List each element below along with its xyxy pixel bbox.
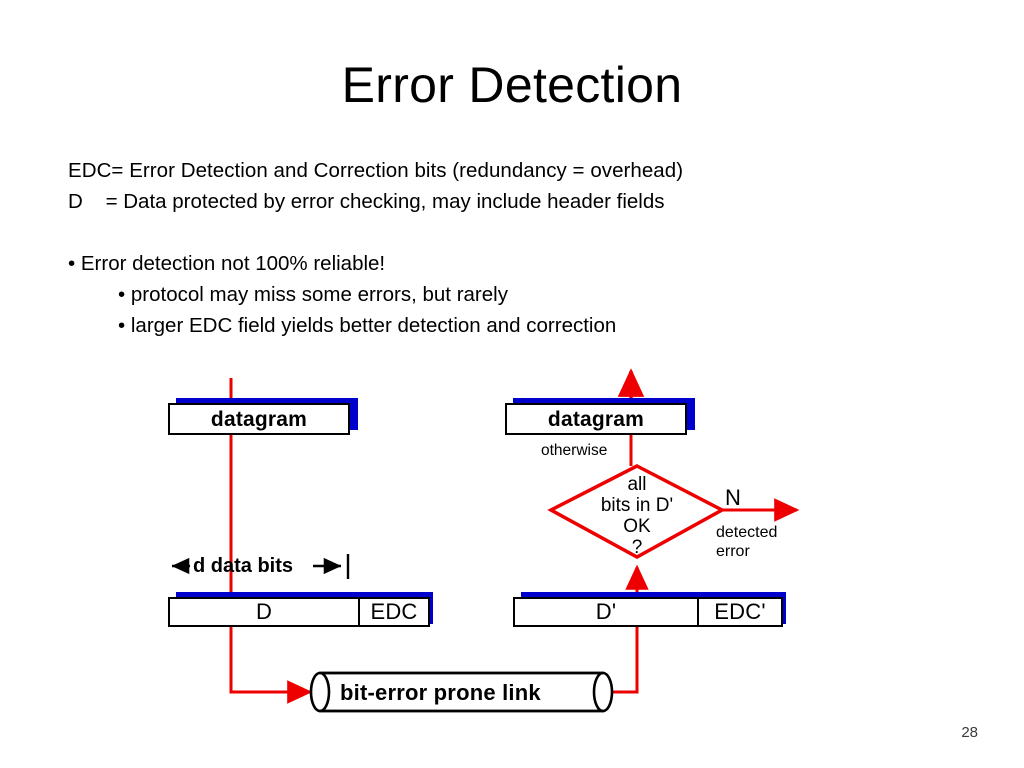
decision-text-line-3: OK <box>623 516 651 537</box>
receiver-frame-box: D' EDC' <box>513 597 783 627</box>
detected-error-label-line-1: detected <box>716 524 778 541</box>
d-data-bits-measure <box>171 554 350 579</box>
sender-frame-box: D EDC <box>168 597 430 627</box>
receiver-datagram-box: datagram <box>505 403 687 435</box>
bullet-reliability: • Error detection not 100% reliable! <box>68 252 386 275</box>
sender-datagram-box: datagram <box>168 403 350 435</box>
sender-data-field-label: D <box>255 599 273 624</box>
bullet-protocol-miss: • protocol may miss some errors, but rar… <box>118 283 508 306</box>
d-data-bits-label: d data bits <box>193 555 294 577</box>
receiver-datagram-label: datagram <box>547 407 645 431</box>
definition-line-d: D = Data protected by error checking, ma… <box>68 190 665 213</box>
bullet-larger-edc: • larger EDC field yields better detecti… <box>118 314 617 337</box>
decision-text-line-4: ? <box>631 537 643 558</box>
bit-error-prone-link-shape <box>309 671 614 713</box>
sender-edc-field-label: EDC <box>370 599 418 624</box>
decision-text-line-1: all <box>627 474 647 495</box>
page-title: Error Detection <box>341 57 683 113</box>
receiver-field-divider <box>697 599 699 625</box>
receiver-data-field-label: D' <box>595 599 617 624</box>
body-text-block: EDC= Error Detection and Correction bits… <box>68 155 948 341</box>
receiver-edc-field-label: EDC' <box>714 599 766 624</box>
otherwise-branch-label: otherwise <box>541 442 608 459</box>
detected-error-label-line-2: error <box>716 543 750 560</box>
sender-to-link-arrow <box>229 626 313 704</box>
bit-error-prone-link-label: bit-error prone link <box>340 680 541 705</box>
page-number: 28 <box>961 724 978 741</box>
no-branch-label: N <box>725 485 741 510</box>
decision-diamond <box>547 464 726 559</box>
decision-text-line-2: bits in D' <box>600 495 674 516</box>
sender-field-divider <box>358 599 360 625</box>
definition-line-edc: EDC= Error Detection and Correction bits… <box>68 159 684 182</box>
link-to-receiver-line <box>603 626 639 694</box>
sender-datagram-label: datagram <box>210 407 308 431</box>
